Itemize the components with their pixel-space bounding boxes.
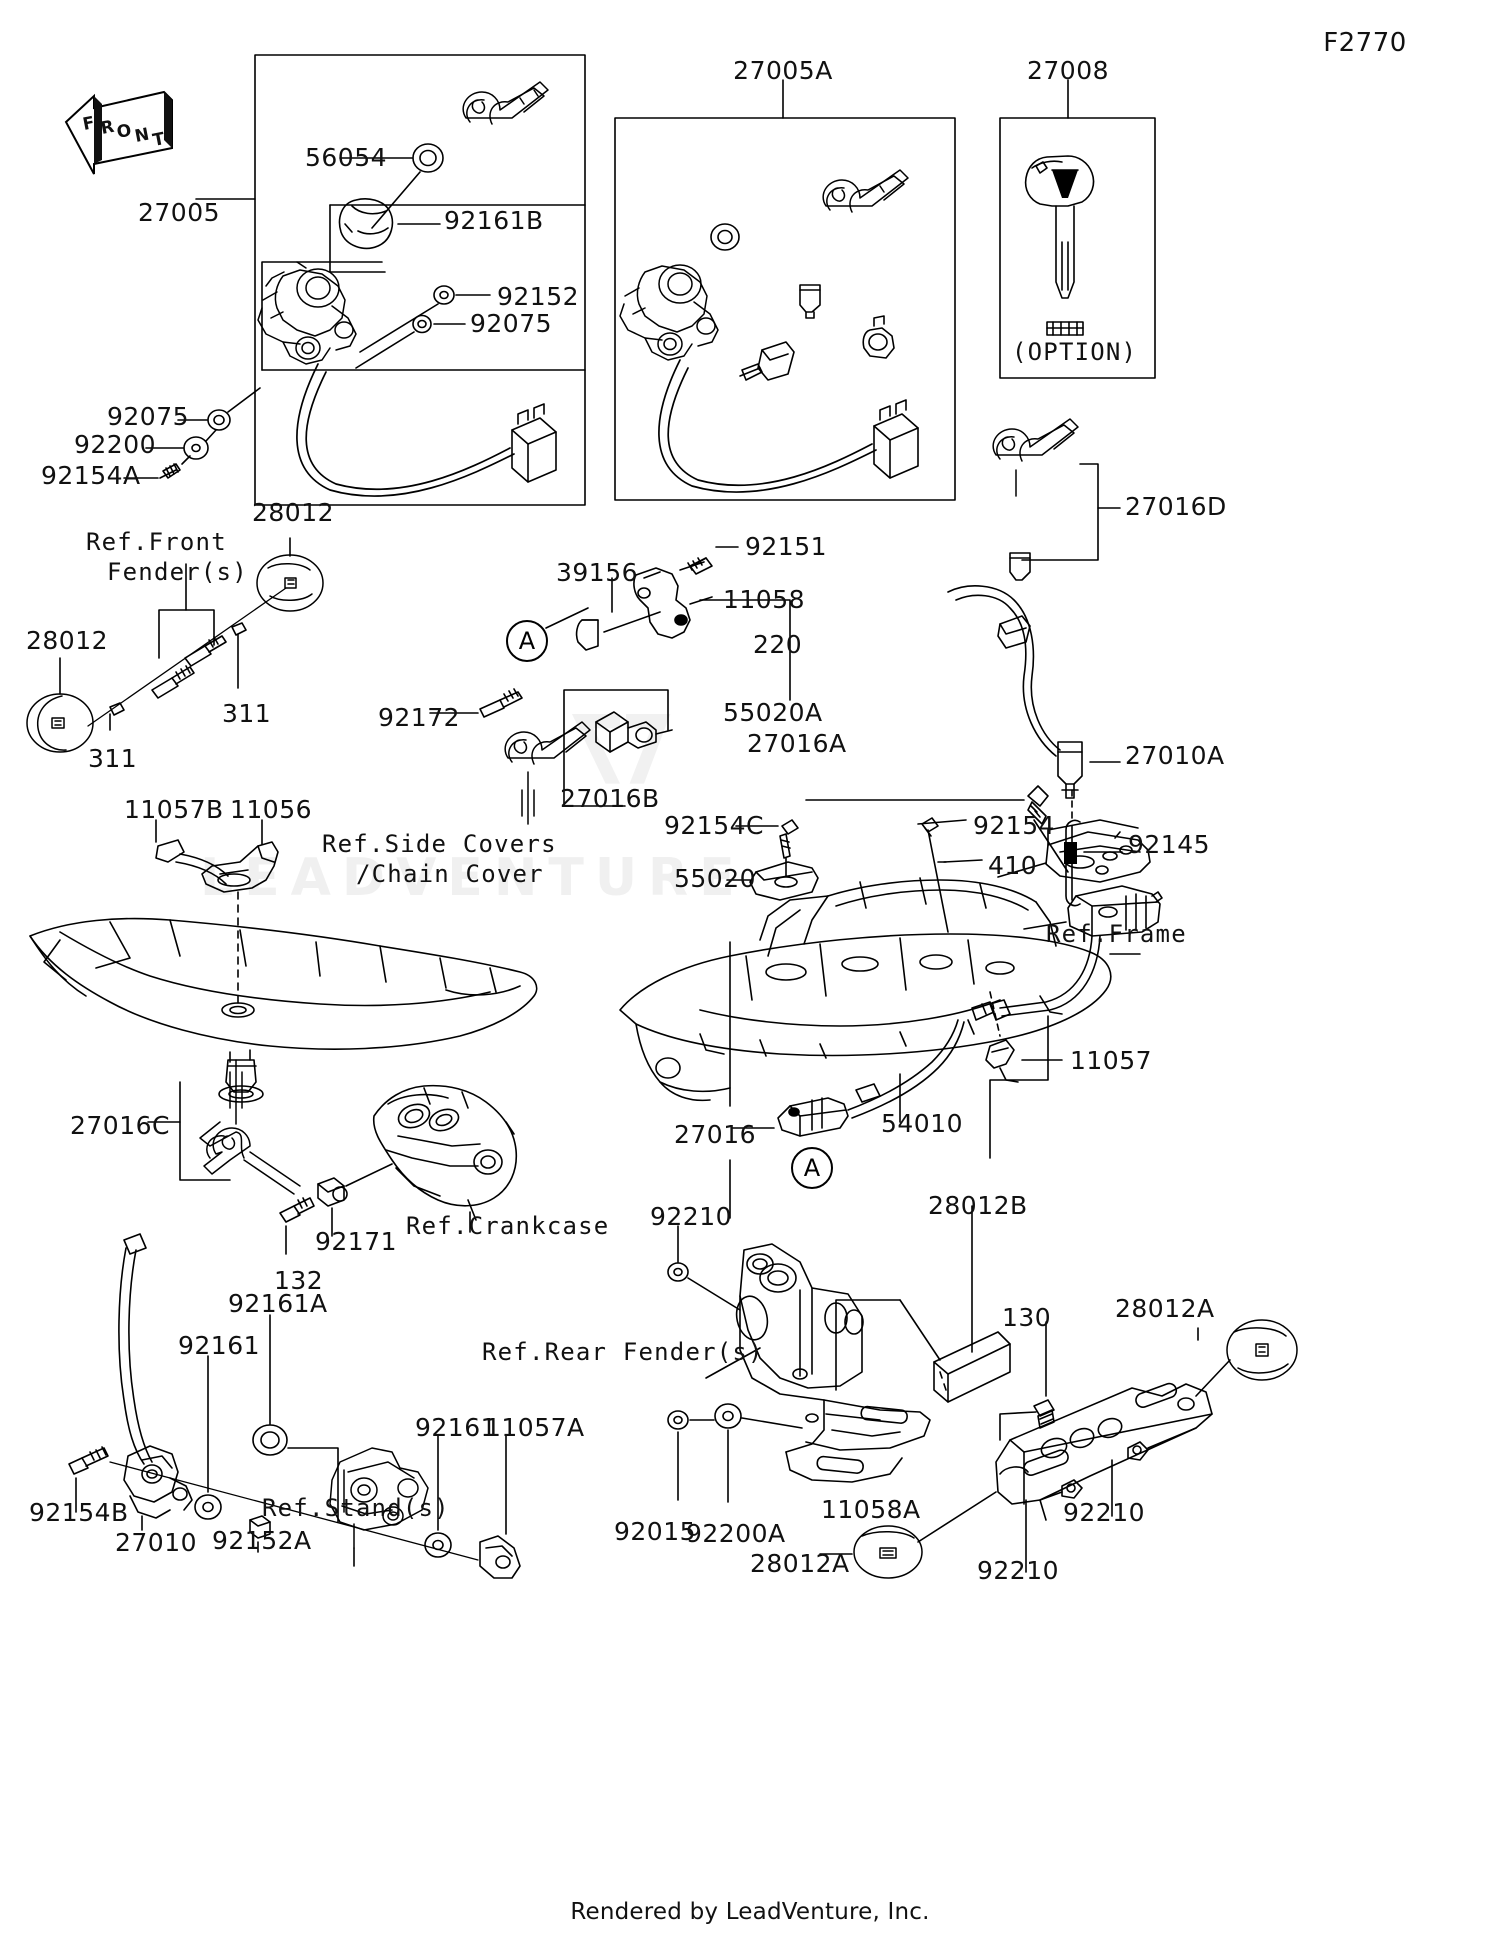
part-label-92075: 92075 (470, 309, 553, 338)
part-label-132: 132 (274, 1266, 324, 1295)
front-direction-indicator: F R O N T (60, 82, 180, 177)
part-label-27016: 27016 (674, 1120, 757, 1149)
part-label-92210: 92210 (977, 1556, 1060, 1585)
part-label-27008: 27008 (1026, 56, 1110, 85)
part-label-11057: 11057 (1070, 1046, 1153, 1075)
part-label-92154a: 92154A (41, 461, 141, 490)
svg-text:N: N (133, 125, 151, 147)
part-label-39156: 39156 (556, 558, 639, 587)
part-label-220: 220 (753, 630, 803, 659)
part-label-311: 311 (88, 744, 138, 773)
part-label-92172: 92172 (378, 703, 461, 732)
svg-text:R: R (99, 117, 116, 139)
part-label-27010: 27010 (115, 1528, 198, 1557)
part-label-92151: 92151 (745, 532, 828, 561)
part-label-28012b: 28012B (928, 1191, 1028, 1220)
part-label-92154b: 92154B (29, 1498, 129, 1527)
ref-crankcase: Ref.Crankcase (406, 1212, 610, 1240)
part-label-28012a: 28012A (750, 1549, 850, 1578)
ref-stand: Ref.Stand(s) (262, 1494, 450, 1522)
part-label-55020a: 55020A (723, 698, 823, 727)
part-label-92200a: 92200A (686, 1519, 786, 1548)
part-label-92210: 92210 (650, 1202, 733, 1231)
part-label-27016d: 27016D (1125, 492, 1227, 521)
ref-side-covers-line2: /Chain Cover (356, 860, 544, 888)
part-label-28012: 28012 (26, 626, 109, 655)
ref-front-fender-line1: Ref.Front (86, 528, 227, 556)
part-label-92210: 92210 (1063, 1498, 1146, 1527)
ref-front-fender-line2: Fender(s) (107, 558, 248, 586)
part-label-27016c: 27016C (70, 1111, 170, 1140)
part-label-92152a: 92152A (212, 1526, 312, 1555)
diagram-code: F2770 (1323, 28, 1407, 58)
callout-circle-a-lower: A (791, 1147, 833, 1189)
part-label-28012: 28012 (252, 498, 335, 527)
part-label-410: 410 (988, 851, 1038, 880)
part-label-92152: 92152 (497, 282, 580, 311)
part-label-27005a: 27005A (733, 56, 833, 85)
callout-circle-a-upper: A (506, 620, 548, 662)
part-label-11057a: 11057A (485, 1413, 585, 1442)
svg-text:F: F (81, 113, 96, 135)
part-label-27010a: 27010A (1125, 741, 1225, 770)
part-label-11057b: 11057B (124, 795, 224, 824)
part-label-56054: 56054 (305, 143, 388, 172)
part-label-311: 311 (222, 699, 272, 728)
part-label-27016a: 27016A (747, 729, 847, 758)
part-label-92161: 92161 (415, 1413, 498, 1442)
svg-text:T: T (151, 129, 167, 151)
part-label-54010: 54010 (881, 1109, 964, 1138)
part-label-130: 130 (1002, 1303, 1052, 1332)
part-label-92161: 92161 (178, 1331, 261, 1360)
part-label-92154: 92154 (973, 811, 1056, 840)
svg-text:O: O (115, 121, 133, 143)
part-label-11058a: 11058A (821, 1495, 921, 1524)
ref-rear-fender: Ref.Rear Fender(s) (482, 1338, 764, 1366)
part-label-11056: 11056 (230, 795, 313, 824)
part-label-27005: 27005 (138, 198, 221, 227)
part-label-92145: 92145 (1128, 830, 1211, 859)
part-label-92200: 92200 (74, 430, 157, 459)
part-label-55020: 55020 (674, 864, 757, 893)
part-label-92161b: 92161B (444, 206, 544, 235)
part-label-92171: 92171 (315, 1227, 398, 1256)
part-label-11058: 11058 (723, 585, 806, 614)
ref-side-covers-line1: Ref.Side Covers (322, 830, 557, 858)
part-label-92075: 92075 (107, 402, 190, 431)
part-label-92154c: 92154C (664, 811, 764, 840)
part-label-27016b: 27016B (560, 784, 660, 813)
ref-frame: Ref.Frame (1046, 920, 1187, 948)
part-label-28012a: 28012A (1115, 1294, 1215, 1323)
part-label-92015: 92015 (614, 1517, 697, 1546)
footer-credit: Rendered by LeadVenture, Inc. (570, 1899, 930, 1925)
option-note: (OPTION) (1012, 338, 1138, 366)
part-label-92161a: 92161A (228, 1289, 328, 1318)
